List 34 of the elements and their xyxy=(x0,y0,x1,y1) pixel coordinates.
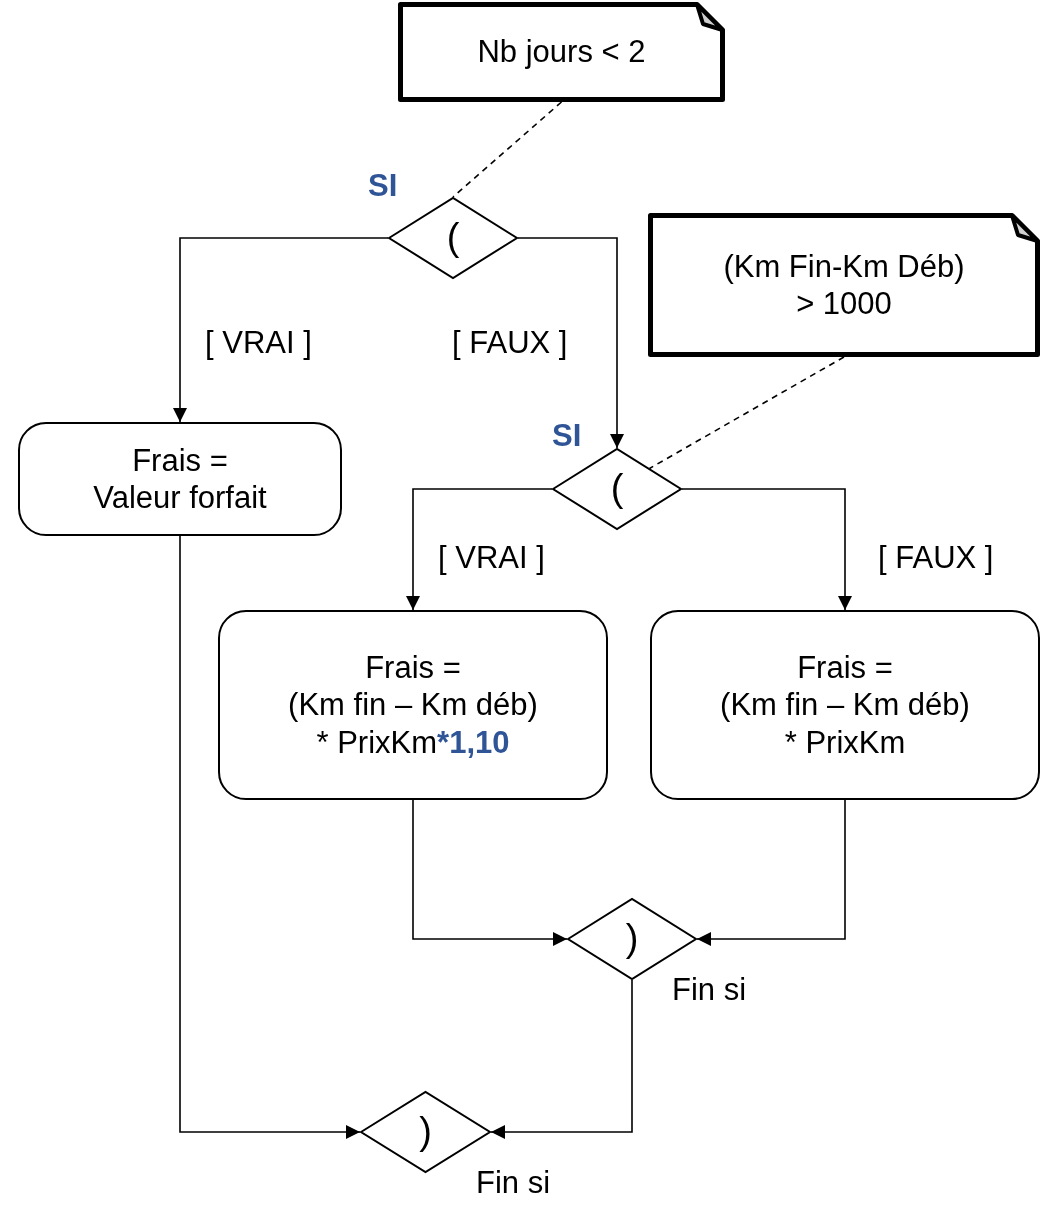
note-text: Nb jours < 2 xyxy=(477,33,646,71)
process-box xyxy=(18,422,342,536)
condition-keyword: SI xyxy=(552,418,582,454)
node-text: Frais = (Km fin – Km déb) * PrixKm xyxy=(720,649,970,761)
end-label: Fin si xyxy=(476,1165,551,1201)
process-box xyxy=(650,610,1040,800)
arrow xyxy=(696,799,846,946)
condition-keyword: SI xyxy=(368,168,398,204)
decision-diamond xyxy=(388,197,518,279)
arrow xyxy=(681,488,852,611)
note-text: (Km Fin-Km Déb) > 1000 xyxy=(723,247,965,323)
process-box xyxy=(218,610,608,800)
arrow xyxy=(412,799,568,946)
bracket-symbol: ) xyxy=(419,1109,432,1155)
arrow xyxy=(179,535,361,1139)
edge-label: [ FAUX ] xyxy=(452,325,568,361)
decision-diamond xyxy=(552,448,682,530)
edge-label: [ FAUX ] xyxy=(878,540,994,576)
edge-label: [ VRAI ] xyxy=(438,540,545,576)
dashed-leader-line xyxy=(648,356,845,470)
arrow xyxy=(490,979,633,1139)
end-label: Fin si xyxy=(672,972,747,1008)
bracket-symbol: ) xyxy=(625,916,639,962)
note-box xyxy=(398,2,725,102)
arrow xyxy=(173,237,389,423)
node-text: Frais = Valeur forfait xyxy=(93,441,267,517)
bracket-symbol: ( xyxy=(610,466,624,512)
edge-label: [ VRAI ] xyxy=(205,325,312,361)
arrow xyxy=(517,237,624,449)
note-box xyxy=(648,213,1040,357)
arrow xyxy=(406,488,553,611)
bracket-symbol: ( xyxy=(446,215,460,261)
dashed-leader-line xyxy=(452,101,563,198)
node-text: Frais = (Km fin – Km déb) * PrixKm*1,10 xyxy=(288,649,538,761)
